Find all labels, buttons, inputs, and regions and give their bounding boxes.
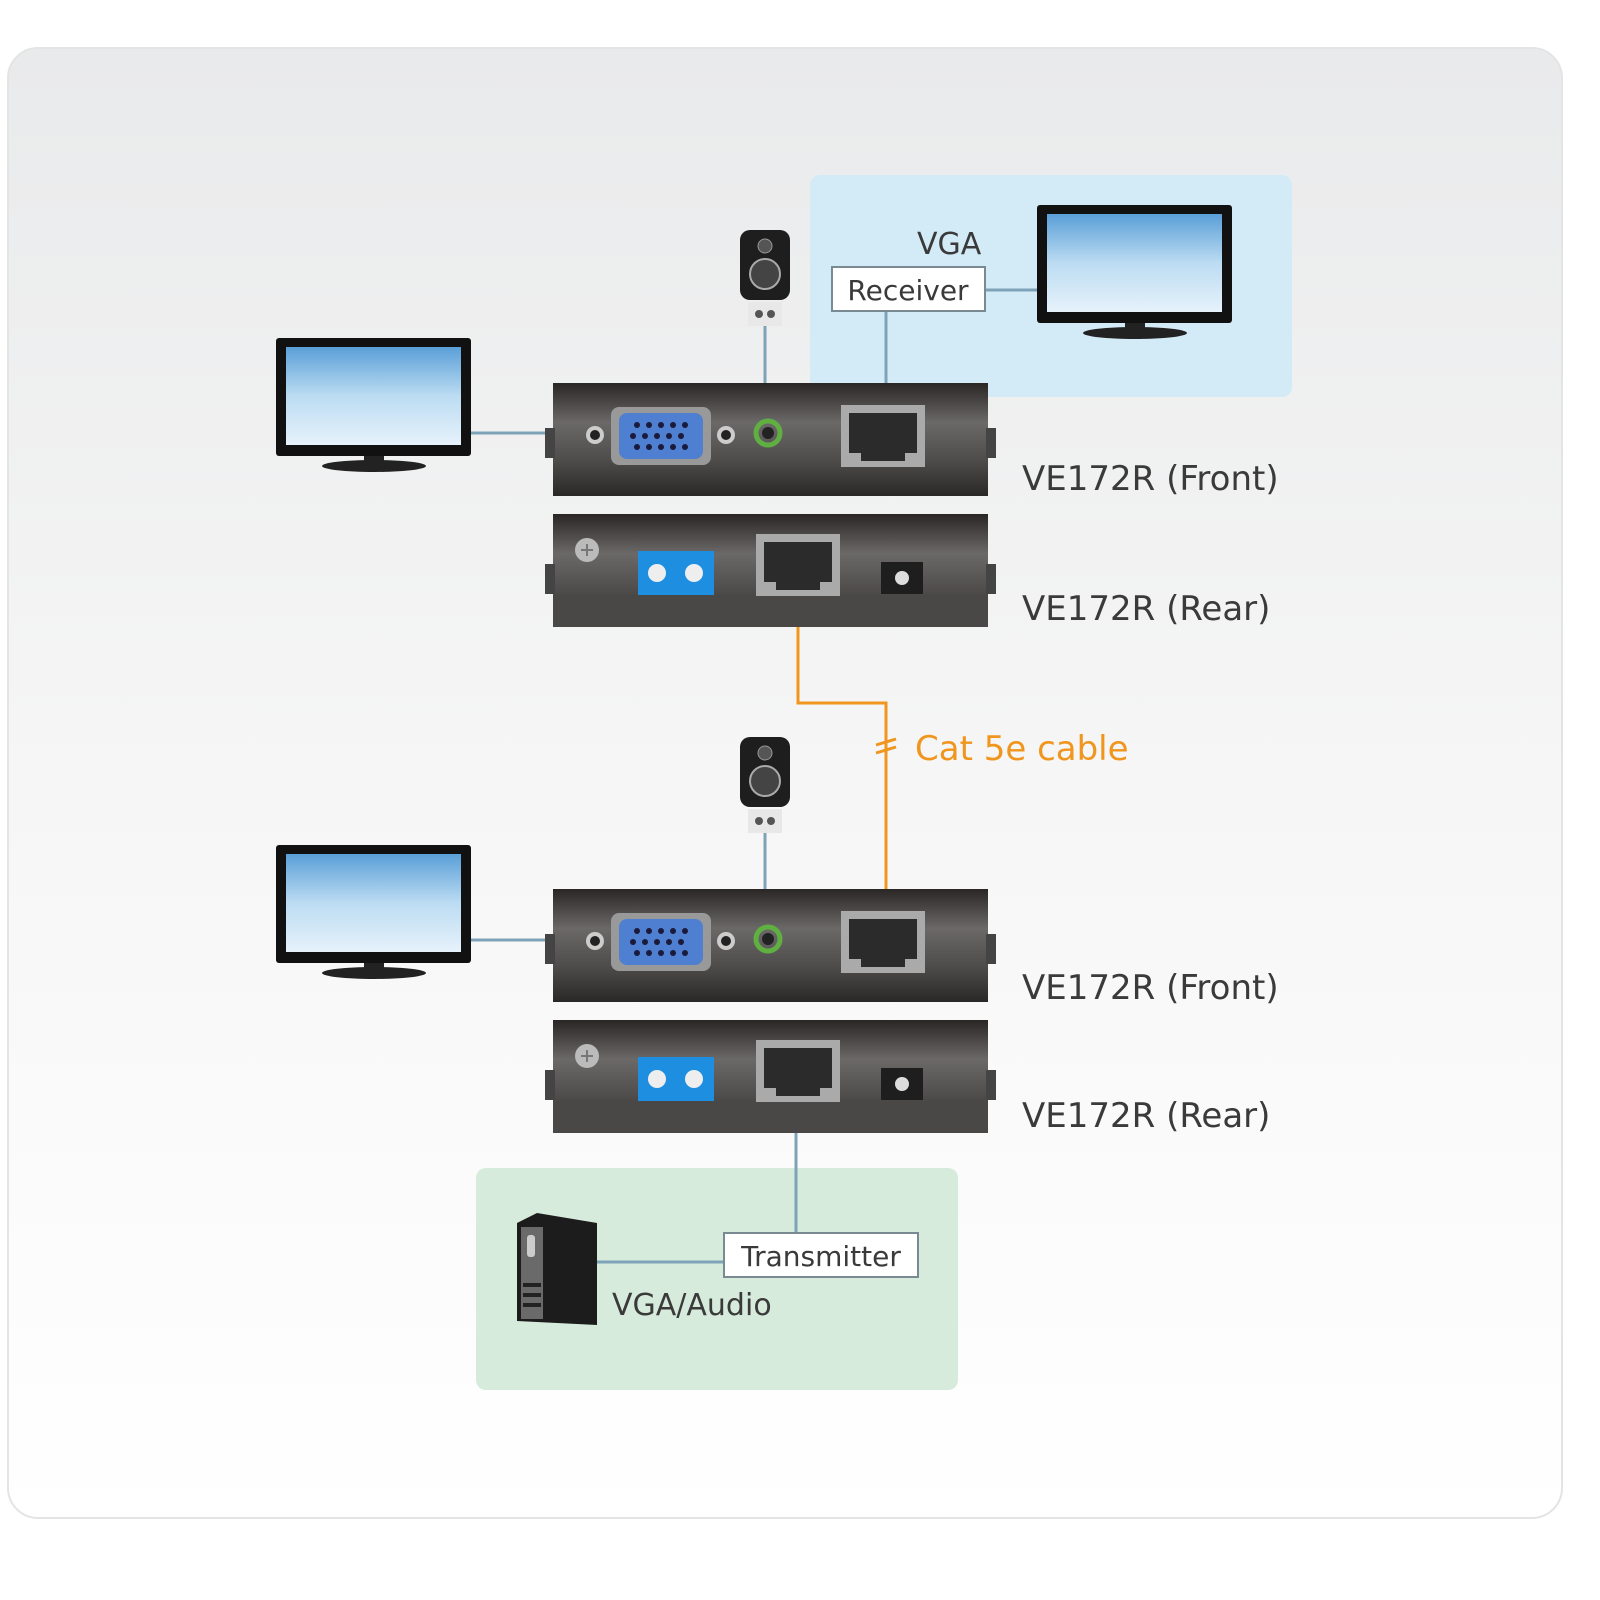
transmitter-box	[723, 1232, 919, 1278]
cable-label: Cat 5e cable	[915, 729, 1129, 769]
cat5e-cable	[796, 627, 888, 905]
ve172r-rear-unit-2	[544, 1019, 997, 1134]
receiver-box	[831, 266, 986, 312]
local-monitor-icon	[276, 845, 471, 979]
computer-tower-icon	[517, 1213, 597, 1325]
local-monitor-icon	[276, 338, 471, 472]
unit2-rear-label: VE172R (Rear)	[1022, 1096, 1270, 1136]
receiver-box-label: Receiver	[847, 274, 969, 307]
connector-lines	[470, 288, 1037, 1264]
ve172r-front-unit-1	[545, 383, 996, 496]
unit2-front-label: VE172R (Front)	[1022, 968, 1279, 1008]
unit1-rear-label: VE172R (Rear)	[1022, 589, 1270, 629]
ve172r-front-unit-2	[545, 889, 996, 1002]
transmitter-signal-label: VGA/Audio	[612, 1288, 772, 1323]
unit1-front-label: VE172R (Front)	[1022, 459, 1279, 499]
receiver-monitor-icon	[1037, 205, 1232, 339]
ve172r-rear-unit-1	[544, 513, 997, 628]
transmitter-box-label: Transmitter	[740, 1240, 901, 1273]
cable-break-icon	[875, 737, 897, 755]
receiver-signal-label: VGA	[917, 227, 982, 262]
